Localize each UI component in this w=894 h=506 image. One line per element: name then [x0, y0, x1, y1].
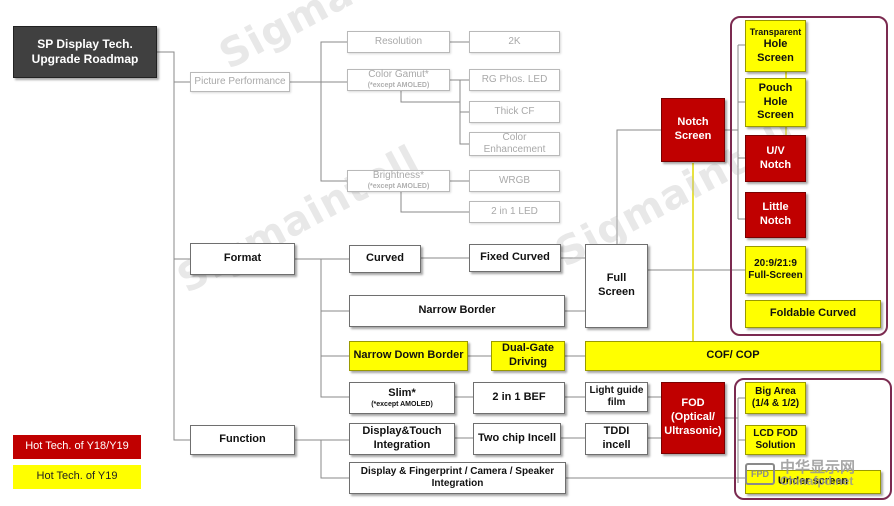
node-dual-gate-driving: Dual-Gate Driving — [491, 341, 565, 371]
node-full-screen-ratio: 20:9/21:9 Full-Screen — [745, 246, 806, 294]
node-brightness: Brightness* (*except AMOLED) — [347, 170, 450, 192]
node-resolution: Resolution — [347, 31, 450, 53]
chinafpd-logo: FPD 中华显示网 Chinafpd.net — [745, 457, 891, 491]
node-cof-cop: COF/ COP — [585, 341, 881, 371]
node-light-guide-film: Light guide film — [585, 382, 648, 412]
node-little-notch: Little Notch — [745, 192, 806, 238]
node-uv-notch: U/V Notch — [745, 135, 806, 182]
node-pouch-hole-screen: Pouch Hole Screen — [745, 78, 806, 127]
node-2k: 2K — [469, 31, 560, 53]
node-under-screen: Under screen — [745, 470, 881, 494]
notch-group-frame — [730, 16, 888, 336]
node-big-area: Big Area (1/4 & 1/2) — [745, 382, 806, 414]
node-tddi-incell: TDDI incell — [585, 423, 648, 455]
roadmap-title: SP Display Tech. Upgrade Roadmap — [13, 26, 157, 78]
node-fod: FOD (Optical/ Ultrasonic) — [661, 382, 725, 454]
node-curved: Curved — [349, 245, 421, 273]
fod-group-frame — [734, 378, 892, 500]
node-display-touch-integration: Display&Touch Integration — [349, 423, 455, 455]
node-notch-screen: Notch Screen — [661, 98, 725, 162]
node-thick-cf: Thick CF — [469, 101, 560, 123]
node-full-screen: Full Screen — [585, 244, 648, 328]
category-format: Format — [190, 243, 295, 275]
node-foldable-curved: Foldable Curved — [745, 300, 881, 328]
node-transparent-hole-screen: Transparent Hole Screen — [745, 20, 806, 72]
node-narrow-down-border: Narrow Down Border — [349, 341, 468, 371]
category-picture-performance: Picture Performance — [190, 72, 290, 92]
node-wrgb: WRGB — [469, 170, 560, 192]
node-lcd-fod-solution: LCD FOD Solution — [745, 425, 806, 455]
legend-hot-y18-y19: Hot Tech. of Y18/Y19 — [13, 435, 141, 459]
node-narrow-border: Narrow Border — [349, 295, 565, 327]
legend-hot-y19: Hot Tech. of Y19 — [13, 465, 141, 489]
node-display-fingerprint-camera-speaker: Display & Fingerprint / Camera / Speaker… — [349, 462, 566, 494]
node-fixed-curved: Fixed Curved — [469, 244, 561, 272]
fpd-logo-icon: FPD — [745, 463, 775, 485]
node-2-in-1-led: 2 in 1 LED — [469, 201, 560, 223]
node-two-chip-incell: Two chip Incell — [473, 423, 561, 455]
node-color-gamut: Color Gamut* (*except AMOLED) — [347, 69, 450, 91]
node-slim: Slim* (*except AMOLED) — [349, 382, 455, 414]
node-2-in-1-bef: 2 in 1 BEF — [473, 382, 565, 414]
node-color-enhancement: Color Enhancement — [469, 132, 560, 156]
category-function: Function — [190, 425, 295, 455]
node-rg-phos-led: RG Phos. LED — [469, 69, 560, 91]
